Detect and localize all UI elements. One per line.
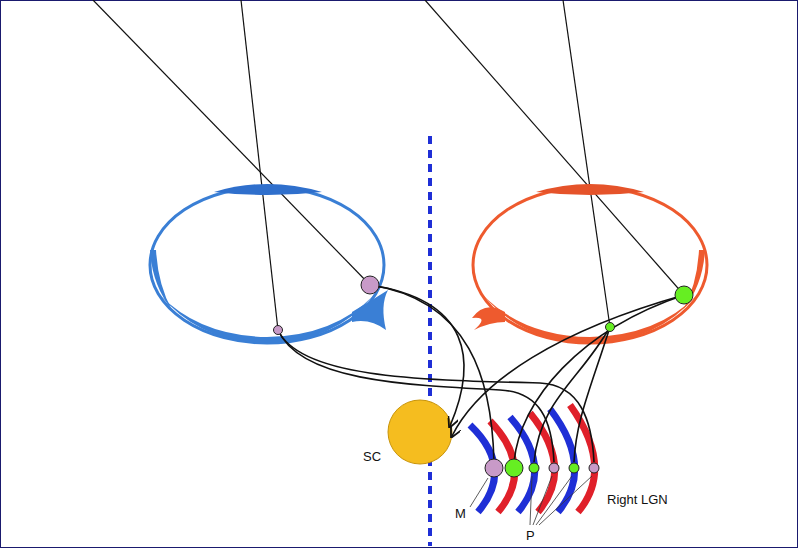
sc-shape <box>388 400 452 464</box>
left-eye <box>150 184 388 344</box>
midline <box>428 136 432 546</box>
layer-label: P <box>526 528 535 543</box>
light-rays <box>93 0 684 330</box>
node-label: Right LGN <box>607 492 668 507</box>
cells <box>274 276 694 477</box>
optic-axons <box>278 285 684 462</box>
lgn-layers <box>470 405 595 512</box>
right-eye <box>472 184 707 344</box>
node-label: SC <box>363 449 381 464</box>
leader-lines <box>470 476 592 525</box>
layer-label: M <box>455 506 466 521</box>
sc-circle <box>387 399 453 465</box>
superior-colliculus: SC <box>387 399 453 465</box>
